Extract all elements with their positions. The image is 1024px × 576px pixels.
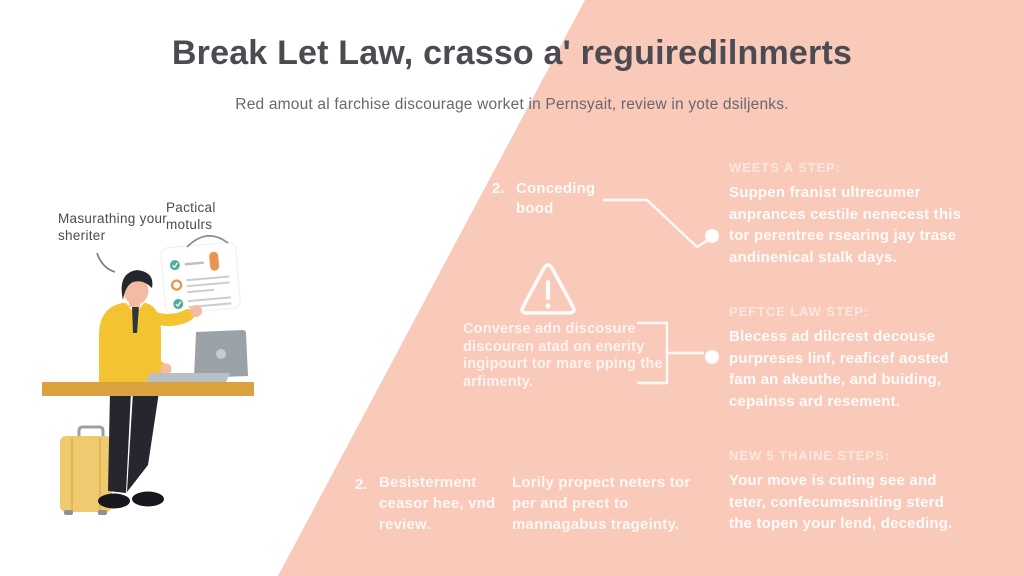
callout-1-text: Conceding bood [516,180,596,217]
step-1-heading: WEETS A STEP: [729,160,841,175]
laptop-icon [146,330,248,382]
checklist-card [160,241,241,315]
warning-callout-text: Converse adn discosure discouren atad on… [463,321,663,390]
step-3-body: Your move is cuting see and teter, confe… [729,472,953,532]
illustration-label-right: Pactical motulrs [166,200,216,232]
connector-dot-1 [705,229,719,243]
illustration-label-left: Masurathing your sheriter [58,211,168,243]
suitcase [60,425,112,515]
person-illustration [42,270,254,515]
connector-dot-2 [705,350,719,364]
callout-2-marker: 2. [355,476,368,493]
step-2-heading: PEFTCE LAW STEP: [729,304,870,319]
step-2-body: Blecess ad dilcrest decouse purpreses li… [729,328,949,410]
card-arc-line [186,235,229,248]
step-block-3: NEW 5 THAINE STEPS: Your move is cuting … [729,448,967,535]
check-icon [169,260,180,271]
warning-icon [520,263,576,315]
step-1-body: Suppen franist ultrecumer anprances cest… [729,184,962,266]
desk [42,382,254,396]
capsule-icon [209,251,220,271]
ring-icon [170,279,183,291]
label-pointer-line [96,252,116,273]
step-block-2: PEFTCE LAW STEP: Blecess ad dilcrest dec… [729,304,967,412]
check-icon [173,298,184,309]
page-subtitle: Red amout al farchise discourage worket … [235,96,789,113]
step-block-1: WEETS A STEP: Suppen franist ultrecumer … [729,160,967,268]
callout-3-text: Lorily propect neters tor per and prect … [512,474,691,533]
callout-1-marker: 2. [492,180,505,197]
connector-line-2 [637,321,704,385]
callout-2-text: Besisterment ceasor hee, vnd review. [379,474,496,533]
connector-line-1 [603,198,709,249]
step-3-heading: NEW 5 THAINE STEPS: [729,448,890,463]
page-title: Break Let Law, crasso a' reguiredilnmert… [171,34,853,72]
